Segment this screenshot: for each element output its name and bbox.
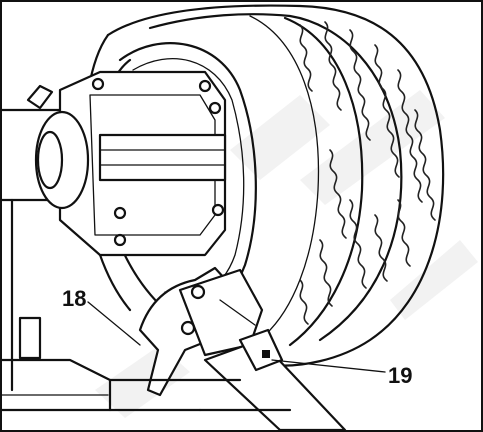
callout-19-label: 19 bbox=[388, 363, 412, 388]
callout-18: 18 bbox=[62, 286, 141, 346]
callout-18-label: 18 bbox=[62, 286, 86, 311]
machine-base bbox=[108, 378, 292, 412]
turntable-clamp bbox=[58, 70, 227, 257]
tyre-tread bbox=[299, 21, 436, 325]
hub bbox=[26, 84, 90, 210]
bead-breaker-tool bbox=[138, 266, 347, 432]
machine-column bbox=[0, 108, 202, 412]
tyre bbox=[82, 4, 445, 367]
callout-19: 19 bbox=[271, 359, 412, 388]
